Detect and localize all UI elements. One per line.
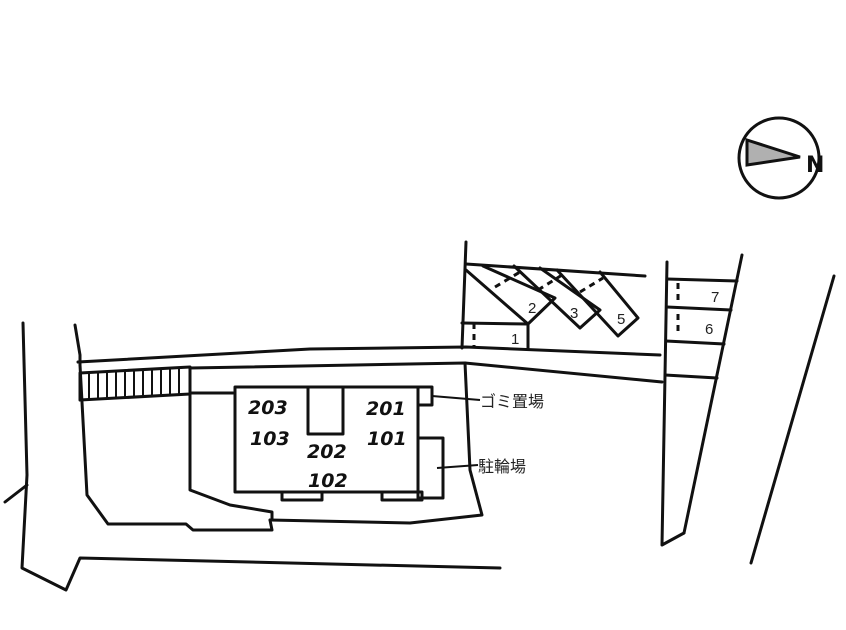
stall-1: 1 [511, 331, 519, 348]
unit-203: 203 [248, 397, 288, 419]
unit-201: 201 [366, 398, 406, 420]
stall-6: 6 [705, 321, 713, 338]
right-road-edge [749, 274, 836, 565]
parking-area-top [460, 240, 647, 351]
compass-north-label: N [806, 153, 824, 178]
unit-101: 101 [367, 428, 407, 450]
compass-icon: N [737, 116, 824, 200]
lot-outline [188, 361, 484, 525]
left-road [3, 321, 502, 592]
garbage-area [416, 385, 434, 407]
stall-5: 5 [617, 311, 625, 328]
unit-202: 202 [307, 441, 347, 463]
bicycle-label: 駐輪場 [478, 457, 526, 476]
stall-7: 7 [711, 289, 719, 306]
garbage-label: ゴミ置場 [480, 392, 544, 411]
unit-103: 103 [250, 428, 290, 450]
stall-2: 2 [528, 300, 536, 317]
stall-3: 3 [570, 305, 578, 322]
access-road [76, 345, 664, 402]
unit-102: 102 [308, 470, 348, 492]
parking-area-right [660, 253, 744, 547]
